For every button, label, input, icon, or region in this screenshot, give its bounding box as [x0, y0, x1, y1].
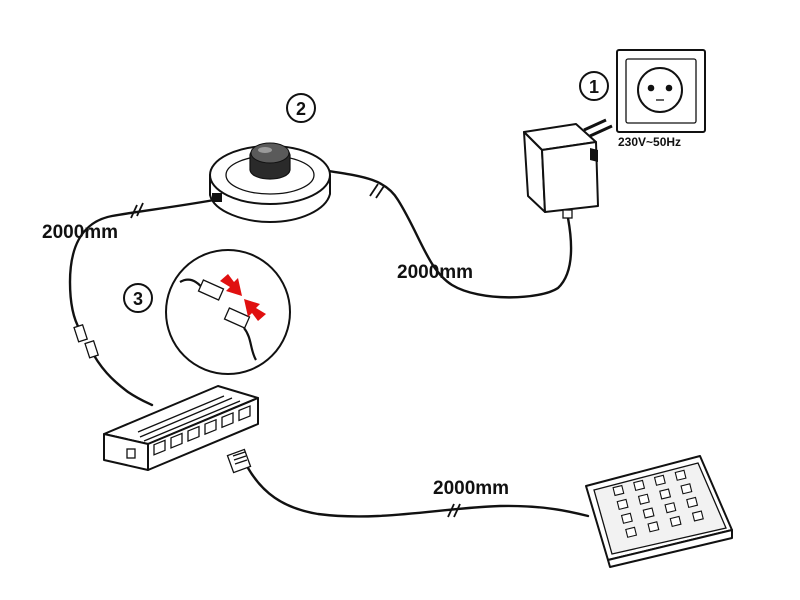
cable-length-label-right: 2000mm — [397, 262, 473, 283]
step-number: 1 — [589, 77, 599, 97]
led-cell — [659, 488, 672, 500]
step-number: 2 — [296, 99, 306, 119]
led-cell — [680, 483, 693, 495]
cable-break-mark — [136, 202, 144, 217]
connector-detail-icon — [165, 249, 291, 375]
power-rating-label: 230V~50Hz — [618, 135, 681, 149]
led-cell — [691, 510, 704, 522]
power-adapter-icon — [523, 118, 613, 219]
cable-switch-to-adapter — [320, 168, 573, 299]
cable-length-label-left: 2000mm — [42, 222, 118, 243]
inline-connector — [84, 339, 100, 359]
led-cell — [686, 496, 699, 509]
led-cell — [616, 498, 629, 511]
cable-break-mark — [130, 204, 138, 219]
led-panel-icon — [585, 455, 733, 568]
step-marker-1: 1 — [579, 71, 609, 101]
led-cell — [625, 526, 638, 538]
cable-break-mark — [375, 185, 385, 199]
red-arrow-icon — [244, 299, 266, 321]
cable-length-label-bottom: 2000mm — [433, 478, 509, 499]
step-number: 3 — [133, 289, 143, 309]
led-cell — [642, 507, 655, 519]
distributor-hub-icon — [103, 385, 259, 474]
cable-hub-to-light — [246, 466, 590, 518]
led-cell — [637, 493, 650, 505]
step-marker-3: 3 — [123, 283, 153, 313]
wall-socket-icon — [616, 49, 706, 133]
led-cell — [633, 479, 646, 492]
cable-hub-to-switch — [68, 198, 216, 407]
led-cell — [647, 521, 660, 533]
foot-switch-icon — [209, 142, 331, 223]
cable-break-mark — [447, 503, 455, 518]
led-cell — [664, 502, 677, 514]
red-arrow-icon — [220, 274, 242, 296]
led-cell — [653, 474, 666, 486]
led-cell — [620, 512, 633, 524]
cable-break-mark — [369, 183, 379, 197]
cable-break-mark — [453, 503, 461, 518]
led-cell — [612, 484, 625, 497]
step-marker-2: 2 — [286, 93, 316, 123]
inline-connector — [73, 323, 89, 343]
led-cell — [674, 469, 687, 481]
led-cell — [669, 515, 682, 528]
